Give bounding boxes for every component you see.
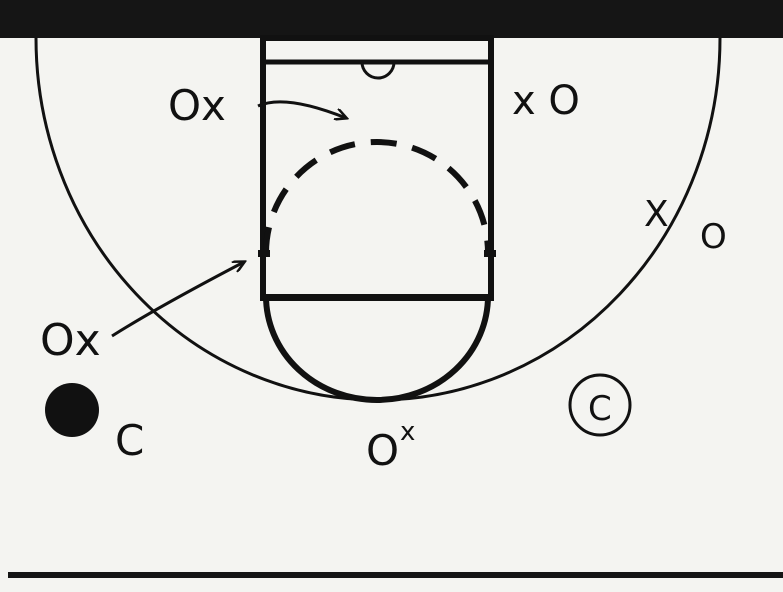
player-right-wing-o: O bbox=[700, 217, 727, 257]
coach-left-marker bbox=[45, 383, 99, 437]
rim bbox=[360, 61, 396, 80]
coach-right-circle bbox=[568, 373, 632, 437]
coach-right-label: C bbox=[588, 389, 612, 429]
player-right-wing-x: X bbox=[644, 194, 669, 235]
half-court-line bbox=[8, 572, 783, 578]
player-top-of-key: O bbox=[366, 426, 399, 475]
arrow-wing-to-lane bbox=[257, 100, 346, 118]
player-right-block: x O bbox=[512, 78, 580, 124]
arrow-corner-to-block bbox=[111, 262, 244, 338]
block-mark-right bbox=[484, 250, 496, 257]
free-throw-circle-solid bbox=[263, 295, 491, 403]
player-left-corner: Ox bbox=[40, 315, 101, 366]
player-left-wing: Ox bbox=[168, 81, 226, 130]
player-top-of-key-tag: x bbox=[400, 417, 415, 447]
baseline bbox=[0, 0, 783, 38]
coach-left-label: C bbox=[115, 416, 144, 465]
three-point-arc bbox=[34, 37, 722, 402]
free-throw-circle-dashed bbox=[263, 139, 491, 254]
block-mark-left bbox=[258, 250, 270, 257]
